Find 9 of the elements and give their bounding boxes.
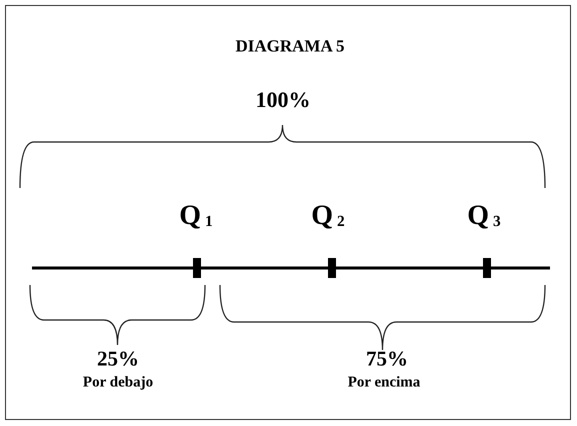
percent-label: 25% <box>97 348 139 370</box>
range-caption: Por debajo <box>82 376 154 390</box>
percent-label: 75% <box>366 348 408 370</box>
quartile-label: Q$_{3}$ <box>467 202 501 230</box>
range-caption: Por encima <box>348 376 420 390</box>
quartile-label: Q$_{1}$ <box>179 202 213 230</box>
percent-label: 100% <box>256 89 310 111</box>
quartile-label: Q$_{2}$ <box>311 202 345 230</box>
diagram-title: DIAGRAMA 5 <box>235 38 345 54</box>
